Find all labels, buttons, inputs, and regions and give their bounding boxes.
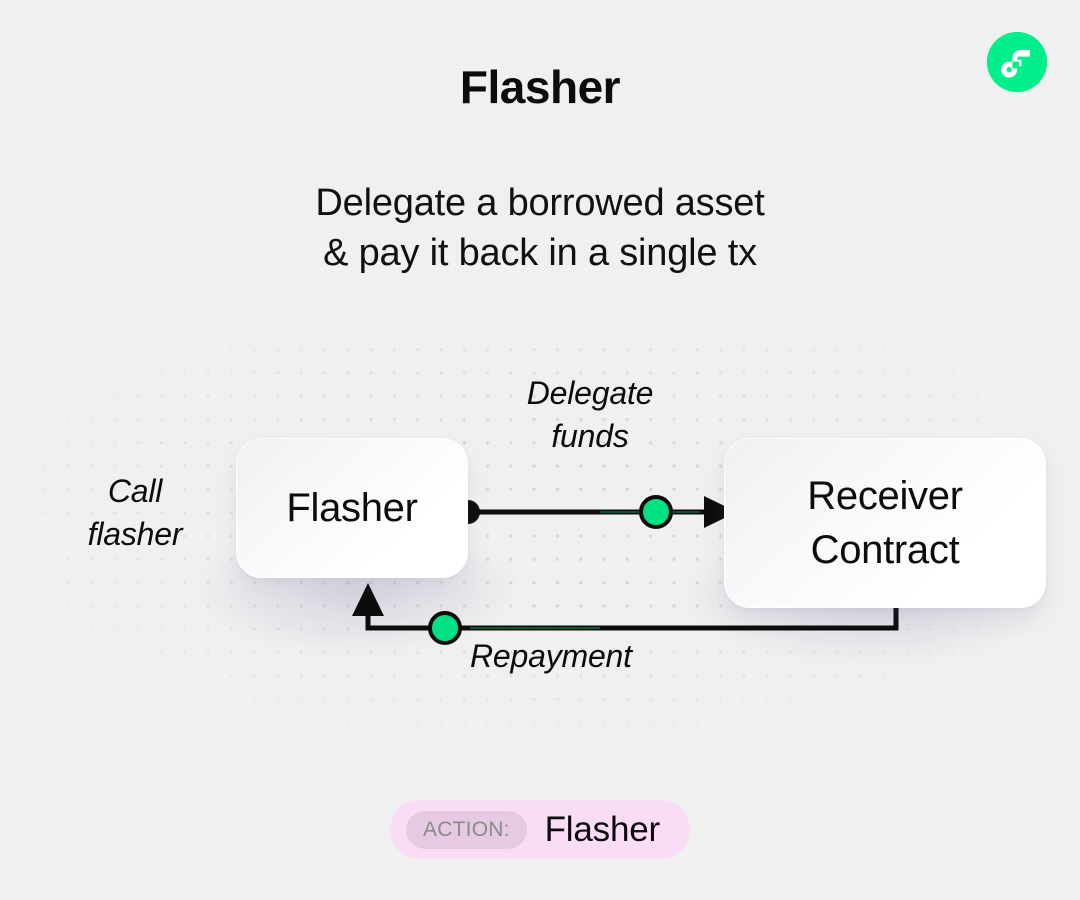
action-badge-tag: ACTION: <box>406 810 527 849</box>
delegate-funds-token-dot <box>639 495 673 529</box>
edge-delegate-funds <box>456 495 737 529</box>
flow-logo-icon <box>987 32 1047 92</box>
edge-label-call-flasher: Call flasher <box>87 473 183 552</box>
node-receiver-contract-label: Receiver Contract <box>807 474 963 572</box>
action-badge-value: Flasher <box>544 809 661 849</box>
repayment-token-dot <box>428 611 462 645</box>
page-title: Flasher <box>459 61 621 113</box>
edge-label-repayment: Repayment <box>470 638 632 674</box>
node-receiver-contract[interactable]: Receiver Contract <box>724 438 1046 608</box>
action-badge: ACTION: Flasher <box>390 800 690 859</box>
flow-diagram: Flasher Receiver Contract Call flasher D… <box>0 330 1080 770</box>
repayment-line <box>352 583 899 631</box>
node-flasher-label: Flasher <box>286 486 418 530</box>
edge-label-delegate-funds: Delegate funds <box>526 375 654 454</box>
node-flasher[interactable]: Flasher <box>236 438 468 578</box>
page-subtitle: Delegate a borrowed asset & pay it back … <box>315 182 765 274</box>
